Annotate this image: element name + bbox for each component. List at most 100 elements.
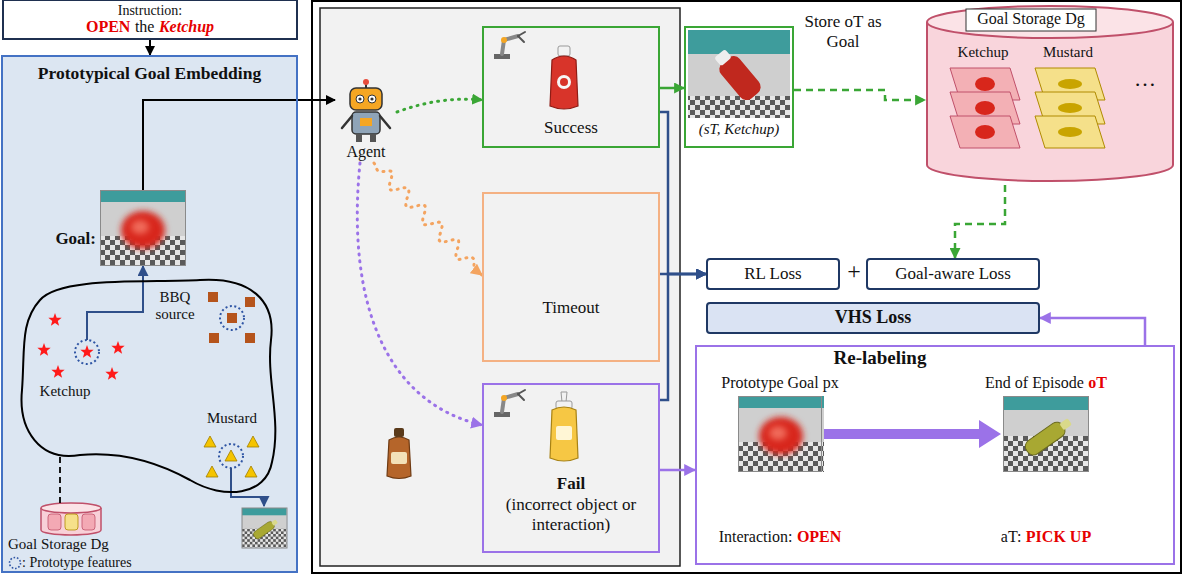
label-text: End of Episode bbox=[985, 374, 1084, 391]
legend-text: : Prototype features bbox=[22, 555, 132, 571]
text-row: aT:PICK UP bbox=[956, 528, 1136, 546]
connector bbox=[59, 457, 61, 503]
operator-label: + bbox=[842, 257, 866, 286]
label-text: Prototypical Goal Embedding bbox=[38, 63, 261, 83]
label-text: oT bbox=[1088, 374, 1107, 391]
text-row: Goal Storage Dg bbox=[8, 536, 178, 553]
storage-cylinder bbox=[925, 3, 1175, 185]
goal-storage: Goal Storage Dg Ketchup Mustard … bbox=[925, 3, 1175, 185]
text-row: Mustard bbox=[198, 410, 266, 427]
episode-end-image: End of EpisodeoTaT:PICK UP bbox=[1003, 396, 1089, 472]
label-text: Interaction: bbox=[719, 528, 793, 545]
total-loss-box: VHS Loss bbox=[706, 302, 1040, 334]
fail-box: Fail (incorrect object or interaction) bbox=[482, 383, 660, 553]
label-text: VHS Loss bbox=[835, 307, 912, 327]
loss-box: RL Loss bbox=[706, 258, 840, 290]
text-row: Interaction:OPEN bbox=[690, 528, 870, 546]
text-row: Goal Storage Dg bbox=[966, 10, 1096, 28]
connector bbox=[794, 90, 925, 100]
success-box: Success bbox=[482, 26, 660, 148]
text-row: OPEN theKetchup bbox=[86, 18, 214, 36]
label-text: OPEN bbox=[797, 528, 841, 545]
label-text: Mustard bbox=[1043, 44, 1093, 60]
label-text: Goal: bbox=[55, 229, 96, 248]
label-text: … bbox=[1134, 66, 1156, 91]
connector bbox=[149, 40, 151, 56]
label-text: Timeout bbox=[542, 298, 599, 317]
embedding-panel: Prototypical Goal EmbeddingGoal: Ketchup B… bbox=[1, 55, 298, 573]
legend-row: : Prototype features bbox=[8, 555, 132, 571]
text-stack: Instruction:OPEN theKetchup bbox=[4, 1, 296, 38]
label-text: Mustard bbox=[207, 410, 257, 426]
label-text: Ketchup bbox=[40, 383, 91, 399]
label-text: Fail bbox=[557, 474, 585, 493]
connector bbox=[87, 266, 143, 340]
label-text: PICK UP bbox=[1026, 528, 1091, 545]
text-row: Goal: bbox=[44, 229, 96, 249]
text-row: Timeout bbox=[482, 298, 660, 318]
connector bbox=[660, 87, 684, 90]
label-text: Re-labeling bbox=[834, 347, 927, 368]
label-text: RL Loss bbox=[744, 264, 801, 283]
label-text: Goal-aware Loss bbox=[895, 264, 1011, 283]
connector bbox=[660, 469, 695, 472]
connector bbox=[143, 100, 335, 190]
text-row: VHS Loss bbox=[835, 308, 912, 328]
text-row: … bbox=[1128, 66, 1162, 91]
label-text: OPEN bbox=[86, 18, 130, 35]
label-text: Ketchup bbox=[159, 18, 214, 35]
connector bbox=[824, 420, 1001, 448]
label-text: Goal Storage Dg bbox=[8, 536, 109, 552]
label-text: aT: bbox=[1001, 528, 1022, 545]
text-row: Instruction: bbox=[118, 3, 183, 18]
text-stack: VHS Loss bbox=[708, 304, 1038, 332]
label-text: Agent bbox=[346, 143, 385, 160]
label-text: Success bbox=[544, 118, 598, 137]
relabel-box: Re-labelingPrototype Goal pxInteraction:… bbox=[695, 345, 1175, 565]
label-text: Instruction: bbox=[118, 3, 183, 18]
connector bbox=[357, 163, 482, 425]
text-row: (sT, Ketchup) bbox=[684, 121, 794, 138]
text-row: Re-labeling bbox=[805, 347, 955, 369]
label-text: Prototype Goal px bbox=[721, 374, 838, 391]
text-row: Ketchup bbox=[945, 44, 1021, 61]
label-text: (sT, Ketchup) bbox=[699, 121, 780, 137]
text-stack: Goal-aware Loss bbox=[868, 260, 1038, 288]
prototype-goal-image: Prototype Goal pxInteraction:OPEN bbox=[738, 396, 822, 472]
goal-storage-icon: Goal Storage Dg bbox=[38, 503, 104, 535]
connector bbox=[660, 274, 706, 400]
edge-label: Store oT as Goal bbox=[798, 12, 888, 51]
feature-cluster: Ketchup BBQ sourceMustard bbox=[15, 272, 277, 500]
loss-box: Goal-aware Loss bbox=[866, 258, 1040, 290]
text-row: Ketchup bbox=[33, 383, 97, 400]
text-stack: RL Loss bbox=[708, 260, 838, 288]
text-row: Fail bbox=[482, 474, 660, 494]
connector bbox=[374, 163, 482, 275]
label-text: Ketchup bbox=[958, 44, 1009, 60]
label-text: BBQ source bbox=[155, 289, 194, 322]
text-row: RL Loss bbox=[744, 265, 801, 284]
connector bbox=[1040, 318, 1145, 345]
connector bbox=[397, 99, 482, 112]
text-row: Success bbox=[482, 118, 660, 138]
text-row: BBQ source bbox=[148, 289, 202, 324]
result-image: (sT, Ketchup) bbox=[684, 26, 794, 148]
goal-image: Goal: bbox=[100, 190, 186, 266]
agent: Agent bbox=[335, 78, 397, 163]
text-row: Goal-aware Loss bbox=[895, 265, 1011, 284]
text-row: Mustard bbox=[1030, 44, 1106, 61]
connector bbox=[660, 273, 706, 276]
text-row: Prototype Goal px bbox=[690, 374, 870, 392]
instruction-box: Instruction:OPEN theKetchup bbox=[2, 0, 298, 40]
text-row: Prototypical Goal Embedding bbox=[1, 63, 298, 83]
timeout-box: Timeout bbox=[482, 192, 660, 362]
legend-swatch bbox=[8, 556, 22, 570]
text-row: Agent bbox=[320, 143, 412, 161]
label-text: (incorrect object or interaction) bbox=[506, 495, 636, 534]
label-text: the bbox=[135, 18, 155, 35]
text-row: (incorrect object or interaction) bbox=[496, 495, 646, 534]
label-text: Goal Storage Dg bbox=[977, 10, 1085, 27]
connector bbox=[955, 185, 1005, 258]
text-row: End of EpisodeoT bbox=[956, 374, 1136, 392]
